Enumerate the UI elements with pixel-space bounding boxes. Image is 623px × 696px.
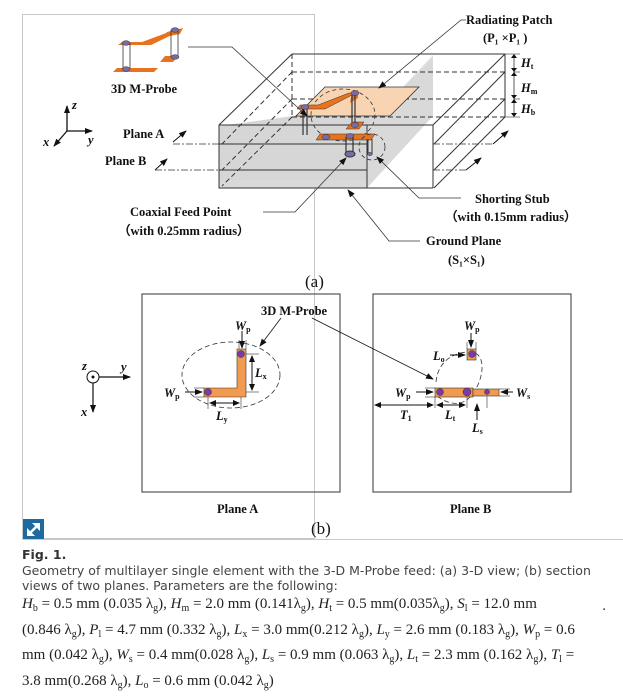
axis-y-label: y [86, 133, 94, 147]
panel-a-3d-view: 3D M-Probe z y x Plane A Plane B [42, 13, 577, 291]
ground-plane-dims: (S₁×S₁) [448, 253, 485, 267]
param-row: 3.8 mm(0.268 λg), Lo = 0.6 mm (0.042 λg) [22, 671, 612, 696]
svg-text:Ws: Ws [516, 386, 530, 401]
svg-text:Wp: Wp [164, 386, 180, 401]
parameter-list: Hb = 0.5 mm (0.035 λg), Hm = 2.0 mm (0.1… [22, 594, 612, 696]
svg-text:Hm: Hm [520, 81, 538, 96]
plane-b-label: Plane B [105, 154, 146, 168]
axis-z-label: z [71, 98, 77, 112]
plane-a-probe: Wp Lx Wp Ly 3D M-Probe [164, 304, 433, 424]
coaxial-feed-label: Coaxial Feed Point [130, 205, 232, 219]
caption-text: Geometry of multilayer single element wi… [22, 563, 612, 593]
svg-text:Hb: Hb [520, 102, 536, 117]
shorting-stub-radius: （with 0.15mm radius） [445, 209, 577, 224]
svg-text:Ly: Ly [215, 409, 228, 424]
plane-b-title: Plane B [450, 502, 491, 516]
param-row: Hb = 0.5 mm (0.035 λg), Hm = 2.0 mm (0.1… [22, 594, 612, 620]
height-dimensions: Ht Hm Hb [505, 54, 538, 117]
svg-text:Lx: Lx [254, 366, 267, 381]
axis-x-label: x [42, 135, 49, 149]
svg-text:Ls: Ls [471, 421, 483, 436]
trailing-mark: . [602, 596, 606, 618]
axis-z-label-b: z [81, 359, 87, 373]
param-row: mm (0.042 λg), Ws = 0.4 mm(0.028 λg), Ls… [22, 645, 612, 671]
svg-text:Lo: Lo [432, 349, 445, 364]
panel-a-caption: (a) [305, 272, 324, 291]
figure-caption: Fig. 1. Geometry of multilayer single el… [22, 547, 612, 696]
axes-2d-icon: z y x [80, 359, 130, 419]
svg-text:Wp: Wp [395, 386, 411, 401]
m-probe-illustration [113, 28, 183, 72]
svg-text:Wp: Wp [235, 319, 251, 334]
panel-b-section-views: z y x Plane A Plane B Wp Lx [80, 294, 571, 538]
param-row: (0.846 λg), Pl = 4.7 mm (0.332 λg), Lx =… [22, 620, 612, 646]
shorting-stub-label: Shorting Stub [475, 192, 550, 206]
caption-divider [22, 539, 623, 540]
radiating-patch-label: Radiating Patch [466, 13, 553, 27]
panel-b-caption: (b) [311, 519, 331, 538]
plane-b-probe: Wp Lo Wp Ws Ls T1 Lt [375, 319, 530, 436]
expand-arrow-icon[interactable] [23, 519, 44, 540]
plane-a-label: Plane A [123, 127, 164, 141]
probe-label-b: 3D M-Probe [261, 304, 328, 318]
coaxial-feed-radius: （with 0.25mm radius） [118, 223, 250, 238]
axes-3d-icon: z y x [42, 98, 94, 149]
figure-diagram: 3D M-Probe z y x Plane A Plane B [0, 0, 623, 545]
svg-text:Wp: Wp [464, 319, 480, 334]
figure-number: Fig. 1. [22, 547, 612, 562]
svg-text:Ht: Ht [520, 56, 534, 71]
axis-y-label-b: y [119, 360, 127, 374]
plane-a-title: Plane A [217, 502, 258, 516]
svg-text:T1: T1 [400, 408, 412, 423]
probe-label-a: 3D M-Probe [111, 82, 178, 96]
svg-text:Lt: Lt [444, 408, 456, 423]
axis-x-label-b: x [80, 405, 87, 419]
ground-plane-label: Ground Plane [426, 234, 502, 248]
radiating-patch-dims: (P₁ ×P₁ ) [483, 31, 527, 45]
